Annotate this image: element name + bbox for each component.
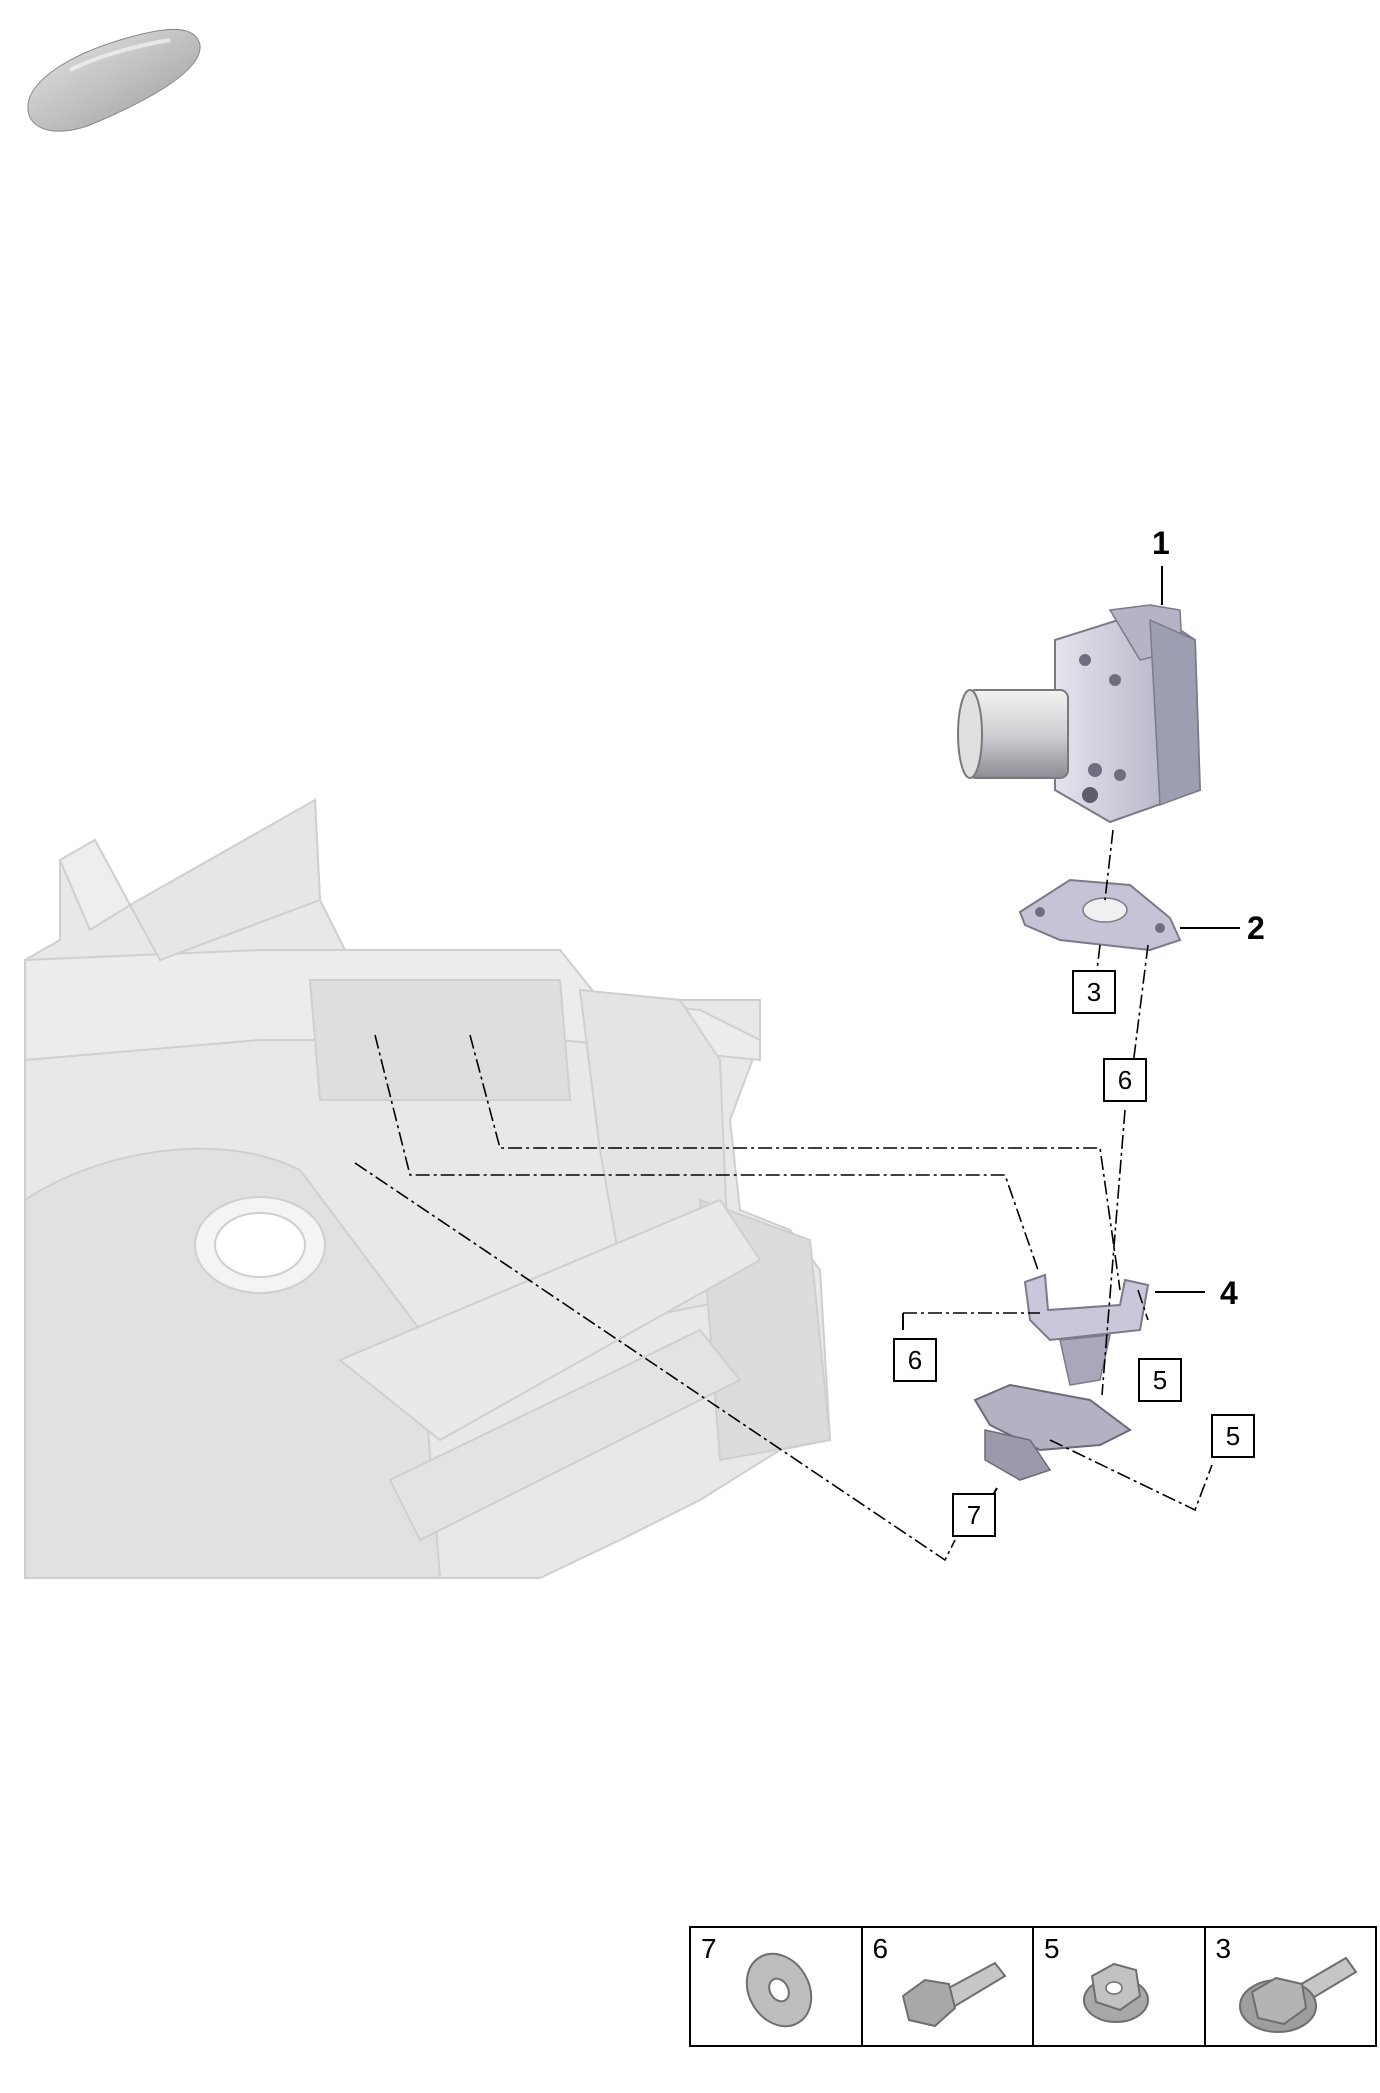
callout-lower-bracket[interactable]: 4 xyxy=(1220,1275,1238,1311)
assembly-leader-lines xyxy=(354,829,1213,1562)
washer-icon xyxy=(745,1952,813,2028)
lower-mounting-bracket[interactable] xyxy=(973,1273,1150,1481)
legend-item-flange-bolt[interactable]: 3 xyxy=(1206,1928,1376,2045)
ref-lower-bracket-washer[interactable]: 7 xyxy=(952,1493,996,1537)
fastener-legend: 7 6 5 3 xyxy=(689,1926,1377,2047)
ref-lower-bracket-left-bolt[interactable]: 6 xyxy=(893,1338,937,1382)
hex-bolt-icon xyxy=(901,1961,1006,2028)
legend-item-number: 7 xyxy=(701,1933,717,1964)
ref-upper-to-lower-bolt[interactable]: 6 xyxy=(1103,1058,1147,1102)
callout-abs-unit[interactable]: 1 xyxy=(1152,525,1170,561)
legend-item-number: 3 xyxy=(1215,1933,1232,1964)
ref-lower-bracket-nut-b[interactable]: 5 xyxy=(1211,1414,1255,1458)
legend-item-number: 5 xyxy=(1044,1933,1060,1964)
vehicle-body-structure xyxy=(24,797,832,1579)
upper-mounting-bracket[interactable] xyxy=(1018,878,1182,952)
ref-upper-bracket-bolt[interactable]: 3 xyxy=(1072,970,1116,1014)
flange-bolt-icon xyxy=(1238,1956,1357,2033)
legend-item-flange-nut[interactable]: 5 xyxy=(1034,1928,1206,2045)
legend-item-hex-bolt[interactable]: 6 xyxy=(863,1928,1034,2045)
legend-item-number: 6 xyxy=(872,1933,889,1964)
ref-lower-bracket-nut-a[interactable]: 5 xyxy=(1138,1358,1182,1402)
abs-hydraulic-unit[interactable] xyxy=(957,604,1202,824)
vehicle-thumbnail-icon xyxy=(27,28,201,132)
legend-item-washer[interactable]: 7 xyxy=(691,1928,863,2045)
flange-nut-icon xyxy=(1083,1962,1149,2023)
callout-upper-bracket[interactable]: 2 xyxy=(1247,910,1265,946)
